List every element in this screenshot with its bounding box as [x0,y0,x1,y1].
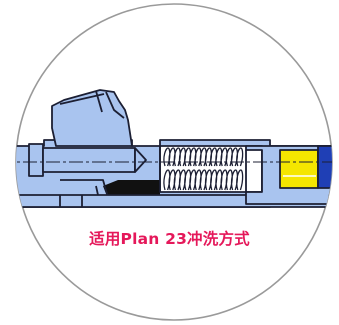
spring-coil-upper [163,147,244,167]
diagram-caption: 适用Plan 23冲洗方式 [89,230,250,248]
bolt-shank [42,147,136,173]
seal-face [279,149,319,189]
sleeve-step-lines [59,195,83,207]
spring-coils [163,147,244,191]
seal-ring [317,145,332,189]
cavity-edges [159,146,247,192]
bolt-tip [134,147,147,173]
clamp-detail [59,90,125,119]
spring-coil-lower [163,169,244,191]
bolt-head [28,143,44,177]
